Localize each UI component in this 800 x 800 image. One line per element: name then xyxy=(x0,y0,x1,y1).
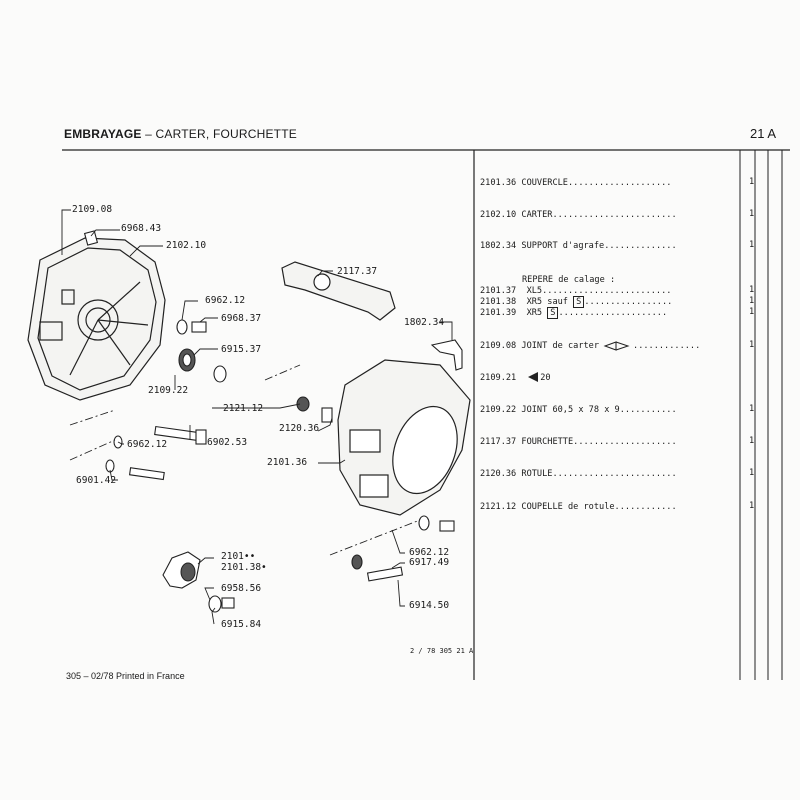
callout-2109-08: 2109.08 xyxy=(72,204,113,215)
part-ref: 1802.34 xyxy=(480,241,517,251)
part-desc: JOINT 60,5 x 78 x 9 xyxy=(521,405,620,415)
part-qty: 1 xyxy=(749,285,755,295)
part-ref: 2109.08 xyxy=(480,341,517,351)
part-desc: CARTER xyxy=(521,210,553,220)
leader-dots: .................... xyxy=(567,178,672,188)
leader-dots: ............ xyxy=(614,502,677,512)
couvercle-drawing xyxy=(337,359,471,516)
callout-6962-12-a: 6962.12 xyxy=(205,295,246,306)
part-ref: 2109.21 xyxy=(480,373,517,383)
callout-6968-43: 6968.43 xyxy=(121,223,162,234)
callout-6915-37: 6915.37 xyxy=(221,344,262,355)
leader-dots: ........... xyxy=(619,405,677,415)
part-row: 2121.12 COUPELLE de rotule............ xyxy=(480,502,677,512)
leader-dots: ........................ xyxy=(552,210,677,220)
callout-2101: 2101•• xyxy=(221,551,256,562)
xr5-badge: S xyxy=(573,296,585,308)
part-qty: 1 xyxy=(749,340,755,350)
part-row: 2102.10 CARTER........................ xyxy=(480,210,677,220)
part-ref: 2101.39 xyxy=(480,308,517,318)
part-row: 2117.37 FOURCHETTE.................... xyxy=(480,437,677,447)
callout-6902-53: 6902.53 xyxy=(207,437,248,448)
callout-6962-12-c: 6962.12 xyxy=(409,547,450,558)
print-footer: 305 – 02/78 Printed in France xyxy=(66,671,185,681)
callout-6901-42: 6901.42 xyxy=(76,475,117,486)
part-desc: 20 xyxy=(540,373,551,383)
part-row: 2109.21 20 xyxy=(480,373,551,383)
part-row: 2120.36 ROTULE........................ xyxy=(480,469,677,479)
part-qty: 1 xyxy=(749,296,755,306)
part-desc: XL5 xyxy=(526,286,543,296)
part-ref: 2117.37 xyxy=(480,437,517,447)
part-row: 2109.22 JOINT 60,5 x 78 x 9........... xyxy=(480,405,677,415)
page-number: 21 A xyxy=(750,126,777,141)
part-ref: 2102.10 xyxy=(480,210,517,220)
drawing-code: 2 / 78 305 21 A xyxy=(410,647,474,655)
part-qty: 1 xyxy=(749,177,755,187)
callout-6962-12-b: 6962.12 xyxy=(127,439,168,450)
callout-1802-34: 1802.34 xyxy=(404,317,445,328)
section-subtitle: – CARTER, FOURCHETTE xyxy=(141,127,297,141)
carter-housing-drawing xyxy=(27,237,166,401)
part-row: 2101.37 XL5......................... xyxy=(480,286,671,296)
part-row: 2109.08 JOINT de carter............. xyxy=(480,341,700,351)
part-desc: FOURCHETTE xyxy=(521,437,574,447)
part-qty: 1 xyxy=(749,501,755,511)
callout-2117-37: 2117.37 xyxy=(337,266,378,277)
xr5-badge: S xyxy=(547,307,559,319)
part-qty: 1 xyxy=(749,468,755,478)
leader-dots: ..................... xyxy=(558,308,668,318)
leader-dots: .................... xyxy=(573,437,677,447)
leader-dots: .............. xyxy=(604,241,677,251)
repere-heading: REPERE de calage : xyxy=(522,275,616,285)
callout-2120-36: 2120.36 xyxy=(279,423,320,434)
page-title: EMBRAYAGE – CARTER, FOURCHETTE xyxy=(64,127,297,141)
part-ref: 2121.12 xyxy=(480,502,517,512)
callout-2101-36: 2101.36 xyxy=(267,457,308,468)
part-qty: 1 xyxy=(749,404,755,414)
part-row: 1802.34 SUPPORT d'agrafe.............. xyxy=(480,241,677,251)
callout-6917-49: 6917.49 xyxy=(409,557,450,568)
callout-6958-56: 6958.56 xyxy=(221,583,262,594)
part-desc: SUPPORT d'agrafe xyxy=(521,241,605,251)
part-qty: 1 xyxy=(749,240,755,250)
part-ref: 2101.37 xyxy=(480,286,517,296)
part-row: 2101.38 XR5 sauf S................. xyxy=(480,296,673,308)
part-ref: 2101.38 xyxy=(480,297,517,307)
part-row: 2101.39 XR5 S..................... xyxy=(480,307,668,319)
part-qty: 1 xyxy=(749,436,755,446)
part-row: 2101.36 COUVERCLE.................... xyxy=(480,178,671,188)
part-ref: 2109.22 xyxy=(480,405,517,415)
callout-2121-12: 2121.12 xyxy=(223,403,264,414)
leader-dots: ........................ xyxy=(552,469,677,479)
callout-6968-37: 6968.37 xyxy=(221,313,262,324)
part-desc: COUPELLE de rotule xyxy=(521,502,615,512)
leader-dots: ......................... xyxy=(542,286,672,296)
leader-dots: ............. xyxy=(633,341,701,351)
section-title: EMBRAYAGE xyxy=(64,127,142,141)
part-ref: 2120.36 xyxy=(480,469,517,479)
fastener-parts xyxy=(83,230,455,613)
callout-6914-50: 6914.50 xyxy=(409,600,450,611)
part-qty: 1 xyxy=(749,209,755,219)
leader-dots: ................. xyxy=(584,297,673,307)
part-desc: XR5 sauf xyxy=(526,297,568,307)
part-desc: XR5 xyxy=(526,308,543,318)
callout-2102-10: 2102.10 xyxy=(166,240,207,251)
part-qty: 1 xyxy=(749,307,755,317)
part-ref: 2101.36 xyxy=(480,178,517,188)
callout-2109-22: 2109.22 xyxy=(148,385,189,396)
part-desc: COUVERCLE xyxy=(521,178,568,188)
fourchette-drawing xyxy=(281,261,396,321)
callout-2101-38-text: 2101.38 xyxy=(221,562,262,573)
callout-2101-text: 2101 xyxy=(221,551,244,562)
callout-6915-84: 6915.84 xyxy=(221,619,262,630)
callout-2101-38: 2101.38• xyxy=(221,562,267,573)
part-desc: JOINT de carter xyxy=(521,341,600,351)
part-desc: ROTULE xyxy=(521,469,553,479)
